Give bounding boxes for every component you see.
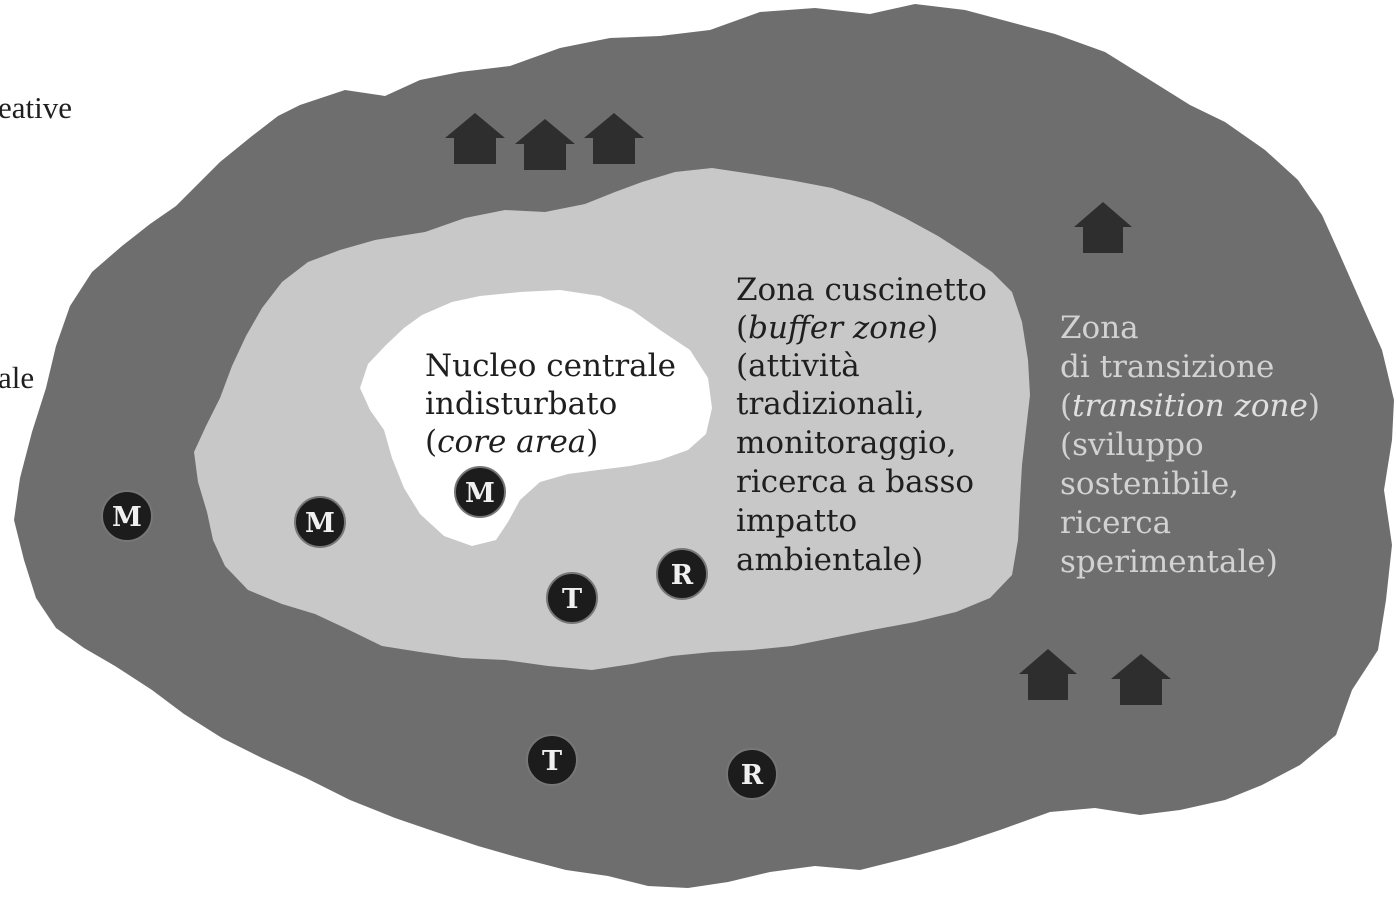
marker-m-buffer-circle-icon: [294, 496, 346, 548]
marker-t-buffer-circle-icon: [546, 572, 598, 624]
core-area: [360, 290, 712, 546]
transition-label-line6: ricerca: [1060, 505, 1171, 541]
core-label-open-paren: (: [425, 424, 437, 460]
core-label-line1: Nucleo centrale: [425, 348, 676, 384]
marker-r-outer-circle-icon: [726, 748, 778, 800]
buffer-label-close-paren: ): [926, 310, 938, 346]
marker-t-outer-circle-icon: [526, 734, 578, 786]
marker-t-buffer: T: [546, 572, 598, 624]
transition-label-line5: sostenibile,: [1060, 466, 1239, 502]
transition-label-line2: di transizione: [1060, 349, 1274, 385]
cut-label-top-left: eative: [0, 90, 72, 125]
house-icon-2: [515, 119, 575, 170]
buffer-label-line2: (buffer zone): [736, 310, 938, 346]
house-icon-1: [445, 113, 505, 164]
transition-label-close-paren: ): [1308, 388, 1320, 424]
marker-m-outer: M: [101, 490, 153, 542]
transition-label-line1: Zona: [1060, 310, 1139, 346]
marker-m-core-circle-icon: [454, 466, 506, 518]
house-icon-6: [1111, 654, 1171, 705]
core-label-close-paren: ): [586, 424, 598, 460]
cut-label-middle-left: ale: [0, 360, 34, 395]
buffer-label-line5: monitoraggio,: [736, 425, 956, 461]
marker-m-core-label: M: [465, 478, 495, 509]
buffer-label-open-paren: (: [736, 310, 748, 346]
transition-label-line3: (transition zone): [1060, 388, 1320, 424]
marker-t-outer-label: T: [542, 746, 562, 777]
marker-r-buffer-circle-icon: [656, 548, 708, 600]
marker-m-core: M: [454, 466, 506, 518]
buffer-label-line1: Zona cuscinetto: [736, 272, 987, 308]
transition-label-italic: transition zone: [1072, 388, 1308, 424]
core-label-line3: (core area): [425, 424, 598, 460]
buffer-label-line3: (attività: [736, 348, 860, 384]
marker-t-outer: T: [526, 734, 578, 786]
marker-m-outer-circle-icon: [101, 490, 153, 542]
house-icon-4: [1074, 202, 1132, 253]
buffer-label-line7: impatto: [736, 503, 857, 539]
buffer-label-line4: tradizionali,: [736, 386, 925, 422]
house-icon-5: [1019, 649, 1077, 700]
marker-t-buffer-label: T: [562, 584, 582, 615]
buffer-label-italic: buffer zone: [748, 310, 926, 346]
buffer-label-line6: ricerca a basso: [736, 464, 974, 500]
core-label-italic: core area: [437, 424, 586, 460]
house-icon-3: [584, 113, 644, 164]
marker-m-outer-label: M: [112, 502, 142, 533]
transition-label-line4: (sviluppo: [1060, 427, 1204, 463]
marker-m-buffer: M: [294, 496, 346, 548]
marker-r-buffer-label: R: [671, 560, 694, 591]
marker-r-outer-label: R: [741, 760, 764, 791]
marker-r-outer: R: [726, 748, 778, 800]
core-label-line2: indisturbato: [425, 386, 617, 422]
marker-r-buffer: R: [656, 548, 708, 600]
transition-label-line7: sperimentale): [1060, 544, 1278, 580]
buffer-label-line8: ambientale): [736, 542, 923, 578]
marker-m-buffer-label: M: [305, 508, 335, 539]
transition-label-open-paren: (: [1060, 388, 1072, 424]
